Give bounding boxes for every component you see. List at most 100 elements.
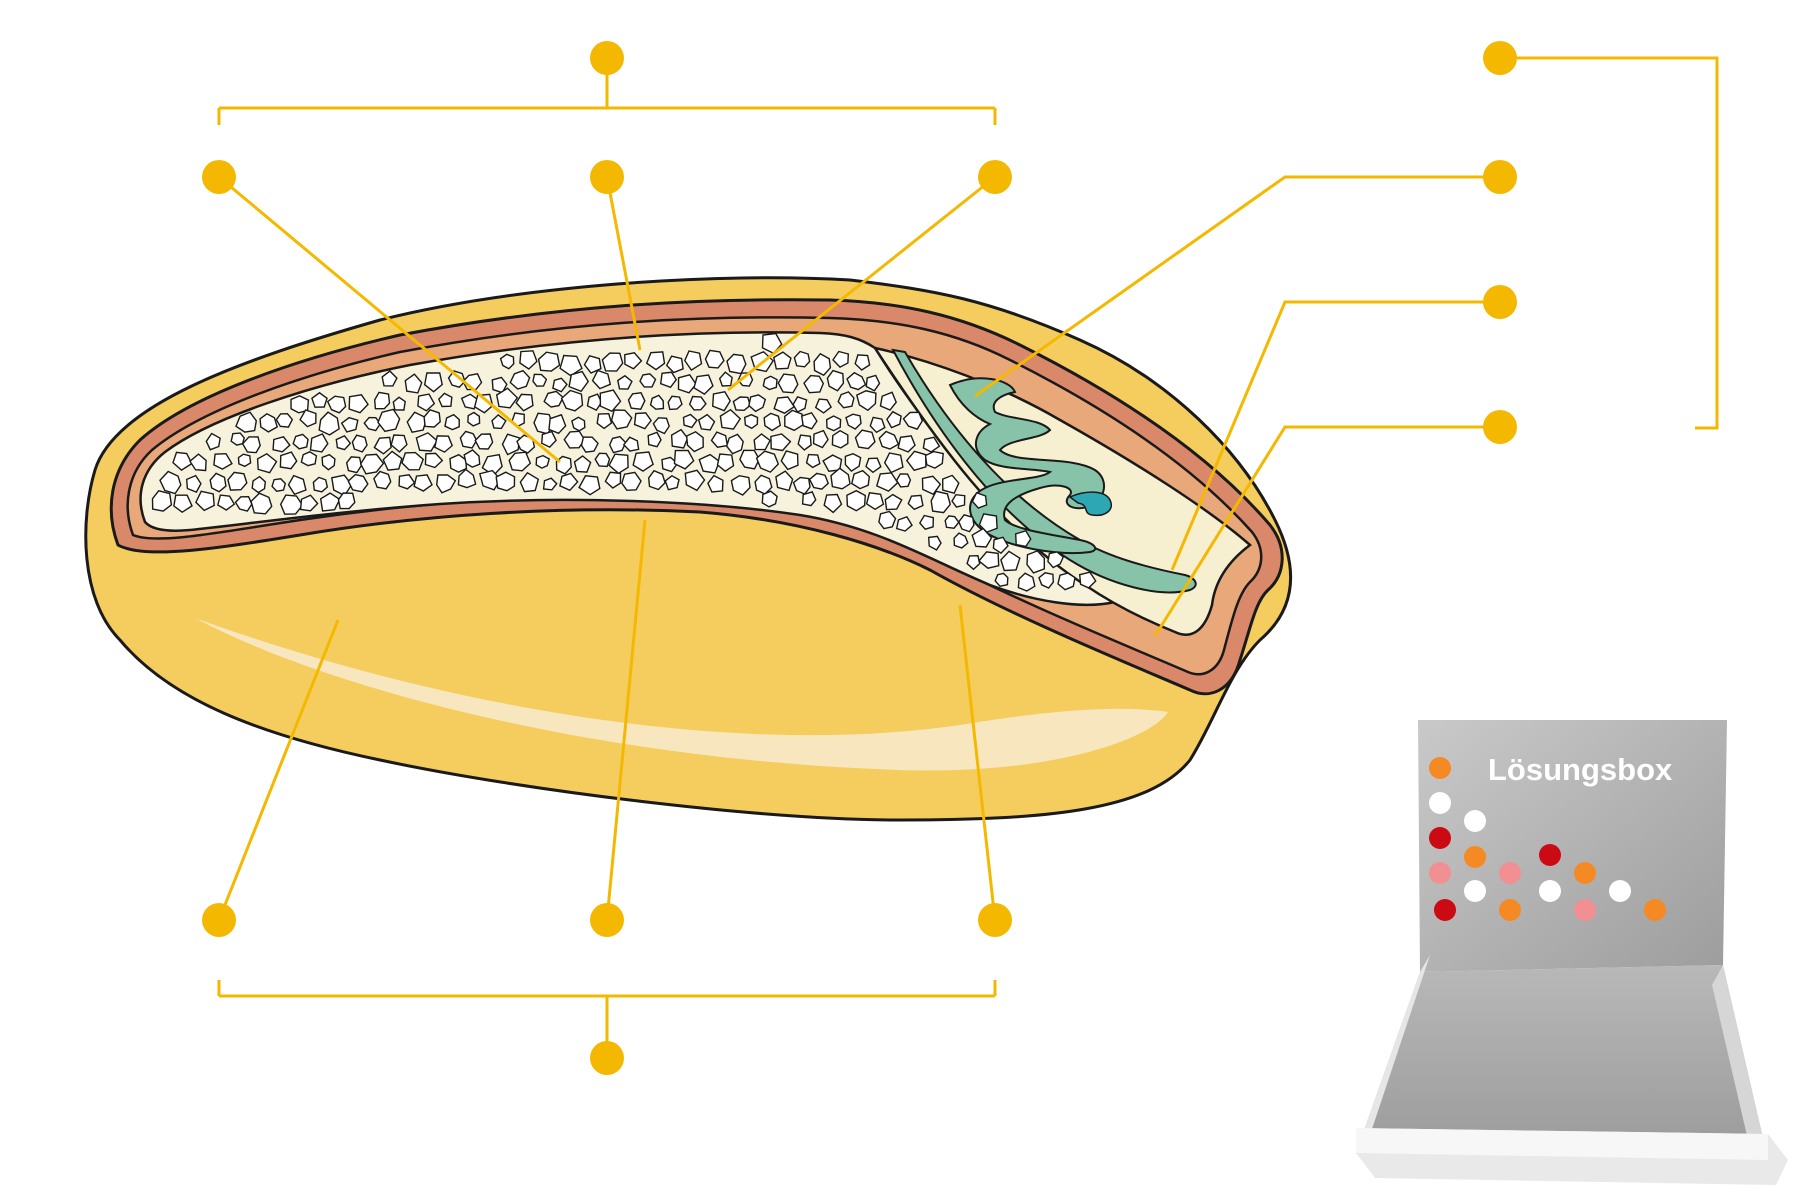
label-dot-top-middle[interactable] (590, 160, 624, 194)
endosperm-cell (710, 431, 729, 448)
endosperm-cell (664, 474, 680, 491)
endosperm-cell (491, 376, 508, 394)
endosperm-cell (743, 413, 759, 430)
right-2-leader (1170, 300, 1500, 571)
bottom-right-leader (958, 604, 997, 921)
endosperm-cell (608, 453, 629, 475)
endosperm-cell (647, 469, 666, 491)
endosperm-cell (515, 393, 534, 412)
endosperm-cell (548, 413, 567, 435)
endosperm-cell (509, 369, 531, 390)
endosperm-cell (508, 451, 532, 472)
endosperm-cell (237, 453, 252, 468)
endosperm-cell (825, 415, 842, 432)
endosperm-cell (865, 374, 881, 392)
endosperm-cell (665, 355, 684, 374)
solution-token-red[interactable] (1429, 827, 1451, 849)
label-dot-top-left[interactable] (202, 160, 236, 194)
endosperm-cell (957, 513, 975, 533)
label-dot-bottom-group[interactable] (590, 1041, 624, 1075)
right-group-bracket (1500, 56, 1719, 430)
label-dot-top-group[interactable] (590, 41, 624, 75)
endosperm-cell (647, 431, 662, 448)
endosperm-cell (725, 433, 744, 455)
label-dot-top-right[interactable] (978, 160, 1012, 194)
solution-token-white[interactable] (1429, 792, 1451, 814)
bottom-group-bracket (217, 980, 997, 1058)
endosperm-cell (499, 353, 515, 370)
endosperm-cell (444, 413, 460, 431)
endosperm-cell (256, 452, 278, 474)
endosperm-cell (326, 395, 347, 414)
endosperm-cell (792, 476, 811, 495)
endosperm-cell (599, 389, 622, 413)
endosperm-cell (299, 409, 317, 428)
endosperm-cell (992, 536, 1009, 554)
endosperm-cell (878, 430, 900, 450)
solution-token-white[interactable] (1539, 880, 1561, 902)
endosperm-cell (583, 354, 602, 374)
solution-token-orange[interactable] (1464, 846, 1486, 868)
label-dot-right-1[interactable] (1483, 160, 1517, 194)
solution-token-orange[interactable] (1429, 757, 1451, 779)
solution-token-red[interactable] (1539, 844, 1561, 866)
endosperm-cell (351, 434, 368, 453)
endosperm-cell (467, 411, 481, 427)
endosperm-cell (272, 435, 291, 453)
endosperm-cell (1057, 572, 1076, 591)
endosperm-cell (831, 429, 849, 449)
endosperm-cell (777, 373, 799, 394)
endosperm-cell (340, 416, 359, 433)
endosperm-cell (552, 377, 568, 393)
endosperm-cell (417, 393, 436, 412)
endosperm-cell (801, 491, 817, 507)
endosperm-cell (345, 456, 363, 474)
endosperm-cell (677, 373, 697, 394)
endosperm-cell (886, 410, 902, 429)
endosperm-cell (335, 435, 352, 451)
endosperm-cell (1000, 550, 1021, 572)
endosperm-cell (398, 474, 416, 490)
endosperm-cell (682, 413, 698, 429)
solution-token-white[interactable] (1609, 880, 1631, 902)
endosperm-cell (406, 411, 428, 433)
endosperm-cell (594, 452, 611, 468)
top-middle-leader (605, 176, 642, 351)
label-dot-bottom-middle[interactable] (590, 903, 624, 937)
label-dots (202, 41, 1517, 1075)
endosperm-cell (773, 351, 792, 370)
endosperm-cell (290, 395, 310, 414)
endosperm-cell (697, 413, 716, 431)
endosperm-cell (205, 432, 221, 451)
endosperm-cell (578, 475, 601, 496)
box-left-wall (1356, 955, 1430, 1153)
endosperm-cell (716, 453, 735, 473)
solution-token-pink[interactable] (1429, 862, 1451, 884)
endosperm-cell (459, 430, 478, 449)
endosperm-cell (846, 371, 867, 391)
solution-token-red[interactable] (1434, 899, 1456, 921)
endosperm-cell (209, 472, 227, 493)
solution-token-pink[interactable] (1574, 899, 1596, 921)
endosperm-cell (633, 412, 652, 430)
endosperm-cell (423, 372, 443, 393)
endosperm-cell (718, 371, 733, 387)
label-dot-bottom-left[interactable] (202, 903, 236, 937)
label-dot-right-3[interactable] (1483, 410, 1517, 444)
endosperm-cell (684, 469, 706, 492)
label-dot-bottom-right[interactable] (978, 903, 1012, 937)
solution-token-orange[interactable] (1499, 899, 1521, 921)
solution-token-white[interactable] (1464, 880, 1486, 902)
label-dot-right-group[interactable] (1483, 41, 1517, 75)
endosperm-cell (404, 373, 423, 394)
solution-token-orange[interactable] (1574, 862, 1596, 884)
endosperm-cell (312, 476, 329, 493)
solution-token-white[interactable] (1464, 810, 1486, 832)
endosperm-cell (854, 354, 871, 371)
endosperm-cell (814, 398, 833, 414)
solution-token-pink[interactable] (1499, 862, 1521, 884)
endosperm-cell (347, 473, 369, 493)
solution-token-orange[interactable] (1644, 899, 1666, 921)
label-dot-right-2[interactable] (1483, 285, 1517, 319)
endosperm-cell (808, 472, 830, 490)
